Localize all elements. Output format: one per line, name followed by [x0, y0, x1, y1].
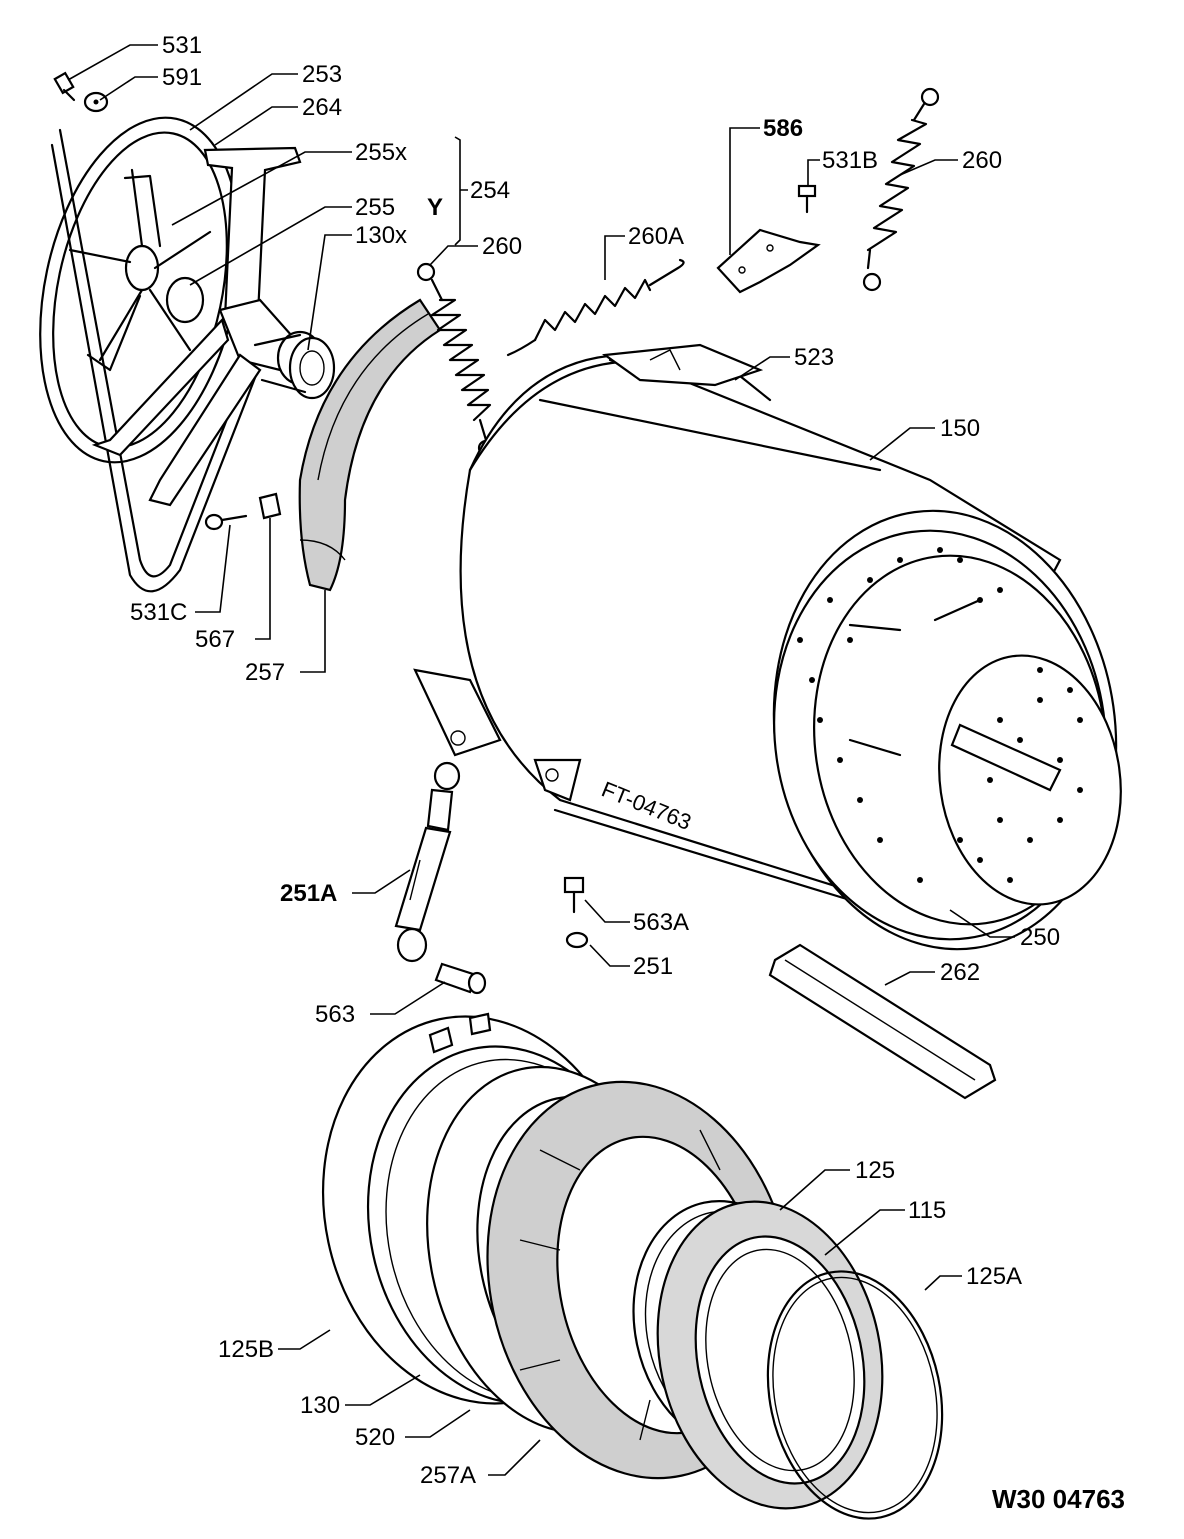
leader-lines — [67, 44, 1015, 1476]
label-257: 257 — [245, 659, 285, 686]
paddle-262 — [768, 943, 997, 1100]
washer-251 — [565, 931, 589, 949]
label-563a: 563A — [633, 909, 689, 936]
label-130: 130 — [300, 1392, 340, 1419]
spring-260a — [506, 258, 685, 357]
label-255: 255 — [355, 194, 395, 221]
label-586: 586 — [763, 115, 803, 142]
label-115: 115 — [908, 1197, 946, 1224]
label-125b: 125B — [218, 1336, 274, 1363]
tub-mount-523 — [602, 343, 764, 387]
label-567: 567 — [195, 626, 235, 653]
label-531: 531 — [162, 32, 202, 59]
spring-260-left — [416, 262, 495, 457]
label-531b: 531B — [822, 147, 878, 174]
tub-feet — [413, 668, 582, 802]
label-262: 262 — [940, 959, 980, 986]
bracket-586 — [716, 228, 821, 294]
label-255x: 255x — [355, 139, 407, 166]
screw-531b — [797, 184, 817, 214]
bolt-563 — [434, 962, 487, 995]
label-257a: 257A — [420, 1462, 476, 1489]
label-260-left: 260 — [482, 233, 522, 260]
bolt-563a — [563, 876, 585, 914]
label-264: 264 — [302, 94, 342, 121]
label-125a: 125A — [966, 1263, 1022, 1290]
drawing-code: W30 04763 — [992, 1484, 1125, 1514]
label-251: 251 — [633, 953, 673, 980]
screw-531 — [53, 71, 76, 102]
label-250: 250 — [1020, 924, 1060, 951]
label-y: Y — [427, 194, 443, 221]
label-130x: 130x — [355, 222, 407, 249]
label-260a: 260A — [628, 223, 684, 250]
plate-567 — [258, 492, 282, 520]
screw-531c — [204, 513, 248, 531]
label-125: 125 — [855, 1157, 895, 1184]
drive-belt — [50, 128, 260, 593]
bearing-shaft-254 — [253, 330, 336, 400]
label-563: 563 — [315, 1001, 355, 1028]
label-260-right: 260 — [962, 147, 1002, 174]
label-520: 520 — [355, 1424, 395, 1451]
label-150: 150 — [940, 415, 980, 442]
label-591: 591 — [162, 64, 202, 91]
label-531c: 531C — [130, 599, 187, 626]
label-251a: 251A — [280, 880, 337, 907]
label-253: 253 — [302, 61, 342, 88]
washer-591 — [83, 91, 109, 113]
label-523: 523 — [794, 344, 834, 371]
counterweight-257 — [298, 298, 442, 592]
clamp-ring-125a — [766, 1270, 944, 1520]
spring-260-right — [862, 87, 940, 292]
shock-absorber-251a — [394, 761, 461, 963]
drum-spider-264 — [91, 146, 302, 507]
label-254: 254 — [470, 177, 510, 204]
drum-250 — [773, 529, 1122, 941]
drum-perforations — [797, 547, 1083, 883]
